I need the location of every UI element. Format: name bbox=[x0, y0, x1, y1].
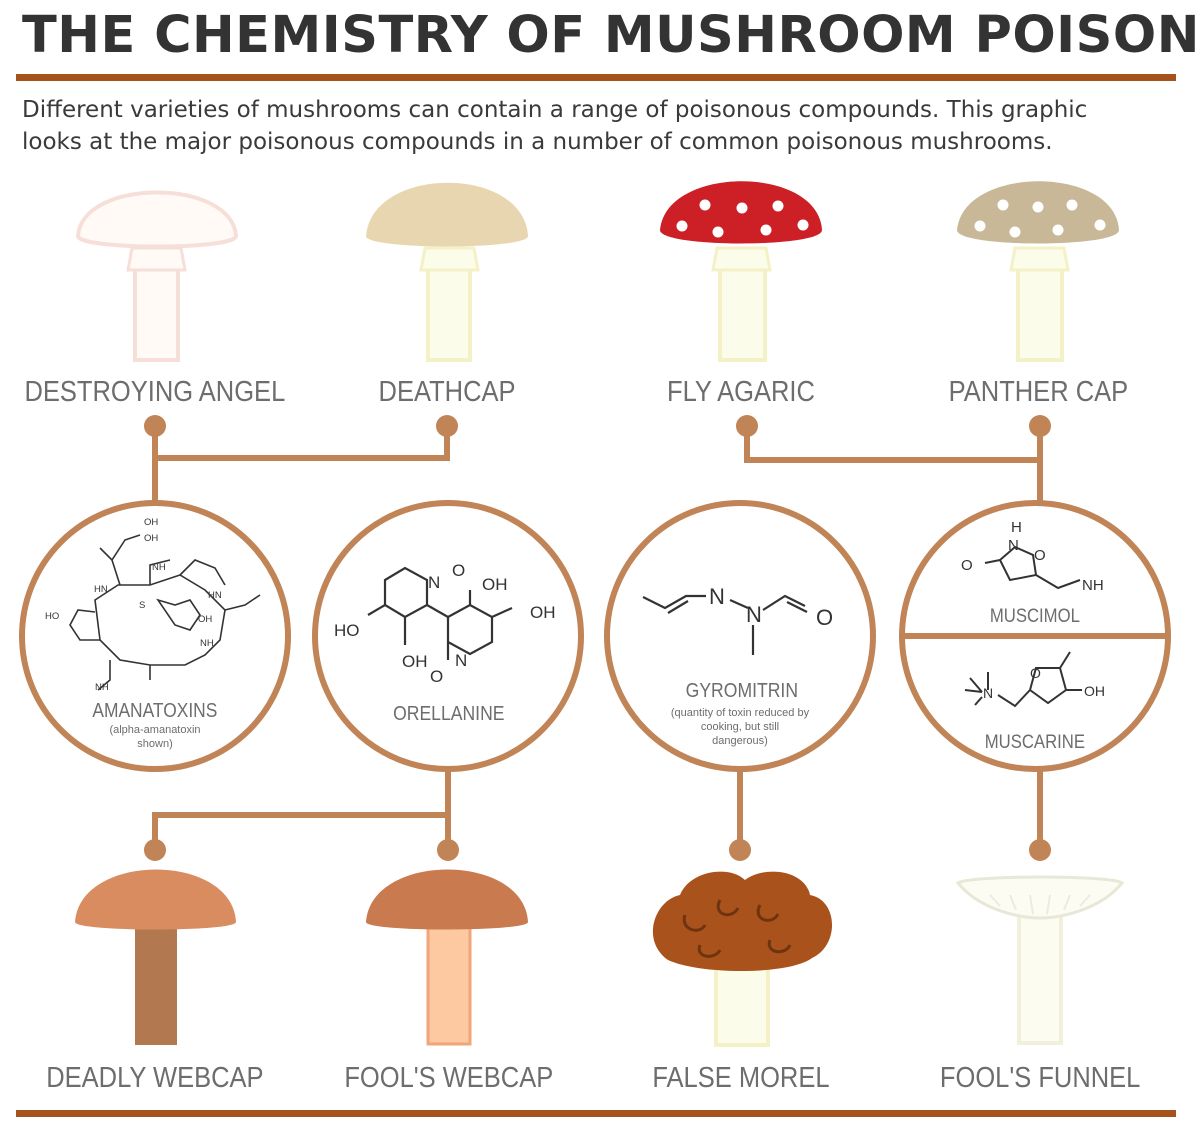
svg-text:OH: OH bbox=[482, 575, 508, 594]
svg-text:N: N bbox=[1008, 537, 1019, 554]
label-fly-agaric: FLY AGARIC bbox=[667, 374, 815, 407]
label-panther-cap: PANTHER CAP bbox=[949, 374, 1128, 407]
connector-lines bbox=[152, 428, 1043, 850]
orellanine-atom-labels: N O OH OH HO OH N O bbox=[334, 561, 556, 686]
mushroom-deadly-webcap-icon bbox=[75, 869, 236, 1045]
svg-text:OH: OH bbox=[402, 652, 428, 671]
svg-text:O: O bbox=[430, 667, 443, 686]
mushroom-false-morel-icon bbox=[652, 871, 833, 1047]
muscimol-structure-icon bbox=[984, 545, 1081, 590]
svg-text:O: O bbox=[816, 605, 833, 630]
orellanine-structure-icon bbox=[367, 566, 513, 660]
svg-text:N: N bbox=[746, 602, 762, 627]
gyromitrin-structure-icon bbox=[642, 594, 808, 655]
svg-text:O: O bbox=[961, 557, 973, 574]
compound-name-orellanine: ORELLANINE bbox=[393, 702, 504, 724]
svg-text:NH: NH bbox=[200, 638, 214, 649]
svg-text:HO: HO bbox=[334, 621, 360, 640]
svg-text:HO: HO bbox=[45, 611, 59, 622]
compound-name-muscimol: MUSCIMOL bbox=[990, 605, 1080, 626]
intro-line-1: Different varieties of mushrooms can con… bbox=[22, 97, 1088, 123]
svg-text:HN: HN bbox=[94, 584, 108, 595]
connector-dots bbox=[144, 415, 1051, 861]
svg-text:NH: NH bbox=[152, 562, 166, 573]
svg-text:NH: NH bbox=[1082, 577, 1104, 594]
amanatoxins-note-2: shown) bbox=[137, 738, 172, 750]
label-false-morel: FALSE MOREL bbox=[652, 1060, 829, 1093]
muscarine-structure-icon bbox=[964, 651, 1082, 708]
svg-text:N: N bbox=[709, 584, 725, 609]
gyromitrin-note-2: cooking, but still bbox=[701, 721, 779, 733]
svg-text:N: N bbox=[428, 573, 440, 592]
svg-text:OH: OH bbox=[144, 533, 158, 544]
label-destroying-angel: DESTROYING ANGEL bbox=[24, 374, 285, 407]
intro-text: Different varieties of mushrooms can con… bbox=[22, 94, 1182, 158]
compound-circles bbox=[19, 500, 1171, 772]
svg-text:N: N bbox=[455, 651, 467, 670]
page-title: THE CHEMISTRY OF MUSHROOM POISONS bbox=[22, 6, 1200, 65]
mushroom-panther-cap-icon bbox=[957, 181, 1119, 362]
compound-name-muscarine: MUSCARINE bbox=[985, 731, 1085, 752]
footer-rule bbox=[16, 1110, 1176, 1117]
label-fools-webcap: FOOL'S WEBCAP bbox=[344, 1060, 553, 1093]
svg-text:OH: OH bbox=[1084, 683, 1105, 699]
intro-line-2: looks at the major poisonous compounds i… bbox=[22, 129, 1053, 155]
svg-text:H: H bbox=[1011, 519, 1022, 536]
muscarine-atom-labels: N O OH bbox=[983, 665, 1105, 701]
muscimol-atom-labels: H N O O NH bbox=[961, 519, 1104, 594]
amanatoxin-atom-labels: OH OH HN NH S HO NH OH NH HN bbox=[45, 517, 222, 693]
svg-text:N: N bbox=[983, 685, 993, 701]
svg-text:OH: OH bbox=[144, 517, 158, 528]
svg-text:O: O bbox=[1034, 547, 1046, 564]
label-deathcap: DEATHCAP bbox=[379, 374, 516, 407]
amanatoxin-structure-icon bbox=[69, 534, 261, 691]
svg-text:S: S bbox=[139, 600, 145, 611]
gyromitrin-note-1: (quantity of toxin reduced by bbox=[671, 707, 810, 719]
label-fools-funnel: FOOL'S FUNNEL bbox=[940, 1060, 1140, 1093]
mushroom-destroying-angel-icon bbox=[75, 190, 239, 362]
svg-text:O: O bbox=[452, 561, 465, 580]
svg-text:HN: HN bbox=[208, 590, 222, 601]
svg-text:OH: OH bbox=[198, 614, 212, 625]
svg-text:OH: OH bbox=[530, 603, 556, 622]
svg-text:NH: NH bbox=[95, 682, 109, 693]
mushroom-fools-webcap-icon bbox=[366, 869, 528, 1046]
compound-name-amanatoxins: AMANATOXINS bbox=[92, 699, 217, 721]
compound-name-gyromitrin: GYROMITRIN bbox=[686, 679, 798, 701]
mushroom-fly-agaric-icon bbox=[660, 181, 822, 362]
svg-text:O: O bbox=[1030, 665, 1041, 681]
label-deadly-webcap: DEADLY WEBCAP bbox=[46, 1060, 263, 1093]
mushroom-deathcap-icon bbox=[366, 182, 528, 362]
title-underline bbox=[16, 74, 1176, 81]
mushroom-fools-funnel-icon bbox=[955, 875, 1125, 1045]
gyromitrin-note-3: dangerous) bbox=[712, 735, 768, 747]
gyromitrin-atom-labels: N N O bbox=[709, 584, 833, 630]
amanatoxins-note-1: (alpha-amanatoxin bbox=[109, 724, 200, 736]
